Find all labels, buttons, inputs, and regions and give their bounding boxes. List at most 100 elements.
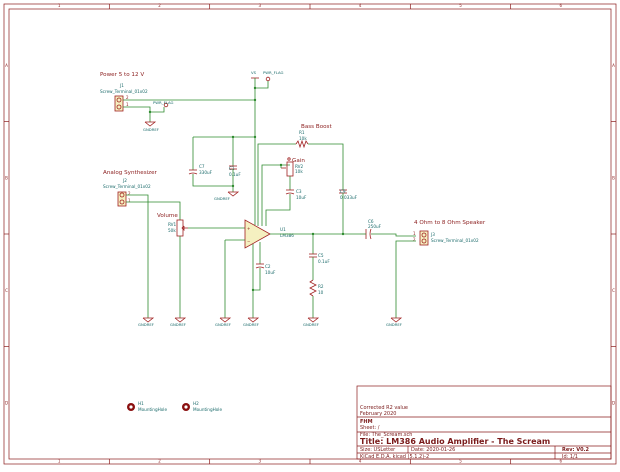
amplifier-u1: + − U1 LM386 GNDREF GNDREF C2 10uF: [215, 219, 360, 327]
power-note: Power 5 to 12 V: [100, 72, 144, 78]
tb-title: Title: LM386 Audio Amplifier - The Screa…: [360, 437, 550, 446]
col-tick-4-bottom: 4: [359, 459, 362, 464]
row-tick-B-left: B: [5, 175, 8, 180]
tb-id: Id: 1/1: [562, 454, 578, 460]
col-tick-1-top: 1: [58, 3, 61, 8]
j1-value: Screw_Terminal_01x02: [100, 89, 148, 94]
j2-ref: J2: [122, 178, 127, 183]
speaker-note: 4 Ohm to 8 Ohm Speaker: [414, 220, 486, 226]
col-tick-6-bottom: 6: [560, 459, 563, 464]
gain-section: Gain RV2 10k C3 10uF: [261, 157, 307, 226]
c6-value: 250uF: [368, 224, 382, 229]
j2-value: Screw_Terminal_01x02: [103, 184, 151, 189]
j2-terminal: [117, 191, 127, 207]
tb-comment2: February 2020: [360, 411, 396, 417]
gnd-label-j1: GNDREF: [143, 127, 159, 132]
volume-note: Volume: [157, 213, 178, 219]
mounting-holes: H1 MountingHole H2 MountingHole: [127, 401, 222, 412]
rv1-value: 50k: [168, 228, 176, 233]
r1-ref: R1: [299, 130, 305, 135]
j2-pin-2: [119, 192, 125, 198]
c9-value: 0.033uF: [340, 195, 358, 200]
j3-pin-1: [421, 232, 427, 238]
c3-ref: C3: [296, 189, 302, 194]
r1-value: 10k: [299, 136, 307, 141]
u1-symbol: [244, 219, 271, 249]
col-tick-6-top: 6: [560, 3, 563, 8]
j3-ref: J3: [430, 232, 435, 237]
h2-ref: H2: [193, 401, 199, 406]
vs-label: VS: [251, 70, 257, 75]
tb-comment3: FHM: [360, 419, 373, 425]
tb-tool: KiCad E.D.A. kicad (5.1.2)-2: [360, 454, 429, 460]
col-tick-5-bottom: 5: [459, 459, 462, 464]
gnd-label-gnd: GNDREF: [243, 322, 259, 327]
j1-terminal: [114, 95, 124, 112]
gain-note: Gain: [292, 158, 305, 164]
rv2-value: 10k: [295, 169, 303, 174]
pwr-flag-lower: PWR_FLAG: [153, 100, 173, 105]
bass-boost-section: Bass Boost R1 10k C9 0.033uF: [257, 124, 358, 234]
row-tick-C-right: C: [612, 288, 615, 293]
gnd-label-r2: GNDREF: [303, 322, 319, 327]
col-tick-5-top: 5: [459, 3, 462, 8]
c3-value: 10uF: [296, 195, 307, 200]
col-tick-2-bottom: 2: [158, 459, 161, 464]
vs-rail: VS PWR_FLAG: [251, 70, 283, 225]
gnd-label-rv1: GNDREF: [170, 322, 186, 327]
r2-ref: R2: [318, 284, 324, 289]
title-block: Corrected R2 value February 2020 FHM She…: [356, 385, 612, 460]
c1-value: 0.1uF: [229, 172, 241, 177]
output-section: C6 250uF C5 0.1uF R2 10 GNDREF: [303, 219, 416, 327]
row-tick-B-right: B: [612, 175, 615, 180]
c5-ref: C5: [318, 253, 324, 258]
c2-ref: C2: [265, 264, 271, 269]
c9-ref: C9: [340, 189, 346, 194]
rv2-pot: [286, 161, 294, 177]
decoupling-caps: C7 330uF C1 0.1uF GNDREF: [188, 135, 255, 201]
j3-pin-2: [421, 238, 427, 244]
svg-text:+: +: [247, 226, 250, 231]
h1-value: MountingHole: [138, 407, 167, 412]
j1-pin-num-2: 2: [126, 95, 129, 100]
c5-value: 0.1uF: [318, 259, 330, 264]
row-tick-A-left: A: [5, 63, 8, 68]
c2-value: 10uF: [265, 270, 276, 275]
c6-ref: C6: [368, 219, 374, 224]
gnd-label-u1: GNDREF: [215, 322, 231, 327]
synth-note: Analog Synthesizer: [103, 170, 158, 176]
j1-pin-2: [116, 97, 122, 103]
tb-sheet: Sheet: /: [360, 425, 380, 431]
j2-pin-num-1: 1: [128, 198, 131, 203]
col-tick-3-bottom: 3: [259, 459, 262, 464]
j2-pin-num-2: 2: [128, 191, 131, 196]
c7-value: 330uF: [199, 170, 213, 175]
j3-value: Screw_Terminal_01x02: [431, 238, 479, 243]
r2-value: 10: [318, 290, 324, 295]
speaker-section: 4 Ohm to 8 Ohm Speaker 1 2 J3 Screw_Term…: [386, 220, 486, 327]
h1-ref: H1: [138, 401, 144, 406]
col-tick-3-top: 3: [259, 3, 262, 8]
j2-pin-1: [119, 199, 125, 205]
u1-value: LM386: [280, 233, 294, 238]
pwr-flag-upper: PWR_FLAG: [263, 70, 283, 75]
j3-terminal: [419, 230, 429, 246]
gnd-label-j2: GNDREF: [138, 322, 154, 327]
h2-value: MountingHole: [193, 407, 222, 412]
j1-pin-num-1: 1: [126, 102, 129, 107]
input-section: Analog Synthesizer J2 Screw_Terminal_01x…: [103, 170, 245, 327]
col-tick-4-top: 4: [359, 3, 362, 8]
row-tick-A-right: A: [612, 63, 615, 68]
u1-ref: U1: [280, 227, 286, 232]
c1-ref: C1: [229, 166, 235, 171]
tb-file: File: The_Scream.sch: [360, 432, 412, 438]
tb-size: Size: USLetter: [360, 447, 396, 453]
pwr-flag-lower-symbol: [163, 102, 169, 108]
row-tick-C-left: C: [5, 288, 8, 293]
row-tick-D-left: D: [5, 400, 8, 405]
tb-date: Date: 2020-01-26: [411, 447, 455, 453]
tb-rev: Rev: V0.2: [562, 447, 589, 453]
